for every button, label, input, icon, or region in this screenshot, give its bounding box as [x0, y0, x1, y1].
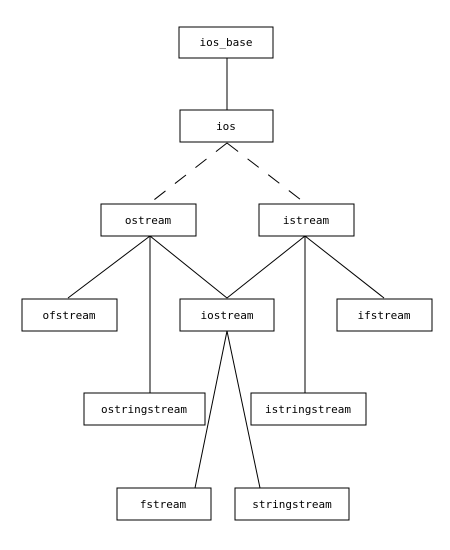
node-label-ostringstream: ostringstream	[101, 403, 187, 416]
node-label-istream: istream	[283, 214, 330, 227]
node-iostream: iostream	[179, 298, 275, 332]
node-ostringstream: ostringstream	[83, 392, 206, 426]
node-label-ios_base: ios_base	[200, 36, 253, 49]
edge-ostream-ofstream	[67, 235, 151, 299]
node-ostream: ostream	[100, 203, 197, 237]
node-ios: ios	[179, 109, 274, 143]
node-label-stringstream: stringstream	[252, 498, 332, 511]
node-label-istringstream: istringstream	[265, 403, 351, 416]
edge-ios-ostream	[149, 142, 228, 204]
node-ifstream: ifstream	[336, 298, 433, 332]
node-stringstream: stringstream	[234, 487, 350, 521]
node-istringstream: istringstream	[250, 392, 367, 426]
node-ios_base: ios_base	[178, 26, 274, 59]
edge-iostream-stringstream	[226, 330, 261, 489]
edge-iostream-fstream	[194, 330, 228, 489]
node-label-ofstream: ofstream	[43, 309, 96, 322]
connectors	[67, 58, 385, 489]
edge-ios-istream	[226, 142, 306, 204]
node-istream: istream	[258, 203, 355, 237]
node-label-ifstream: ifstream	[358, 309, 411, 322]
node-label-ostream: ostream	[125, 214, 172, 227]
edge-istream-ifstream	[304, 235, 385, 299]
node-label-fstream: fstream	[140, 498, 187, 511]
edge-ostream-iostream	[149, 235, 228, 299]
node-label-ios: ios	[216, 120, 236, 133]
node-label-iostream: iostream	[201, 309, 254, 322]
node-ofstream: ofstream	[21, 298, 118, 332]
node-fstream: fstream	[116, 487, 212, 521]
edge-istream-iostream	[226, 235, 306, 299]
